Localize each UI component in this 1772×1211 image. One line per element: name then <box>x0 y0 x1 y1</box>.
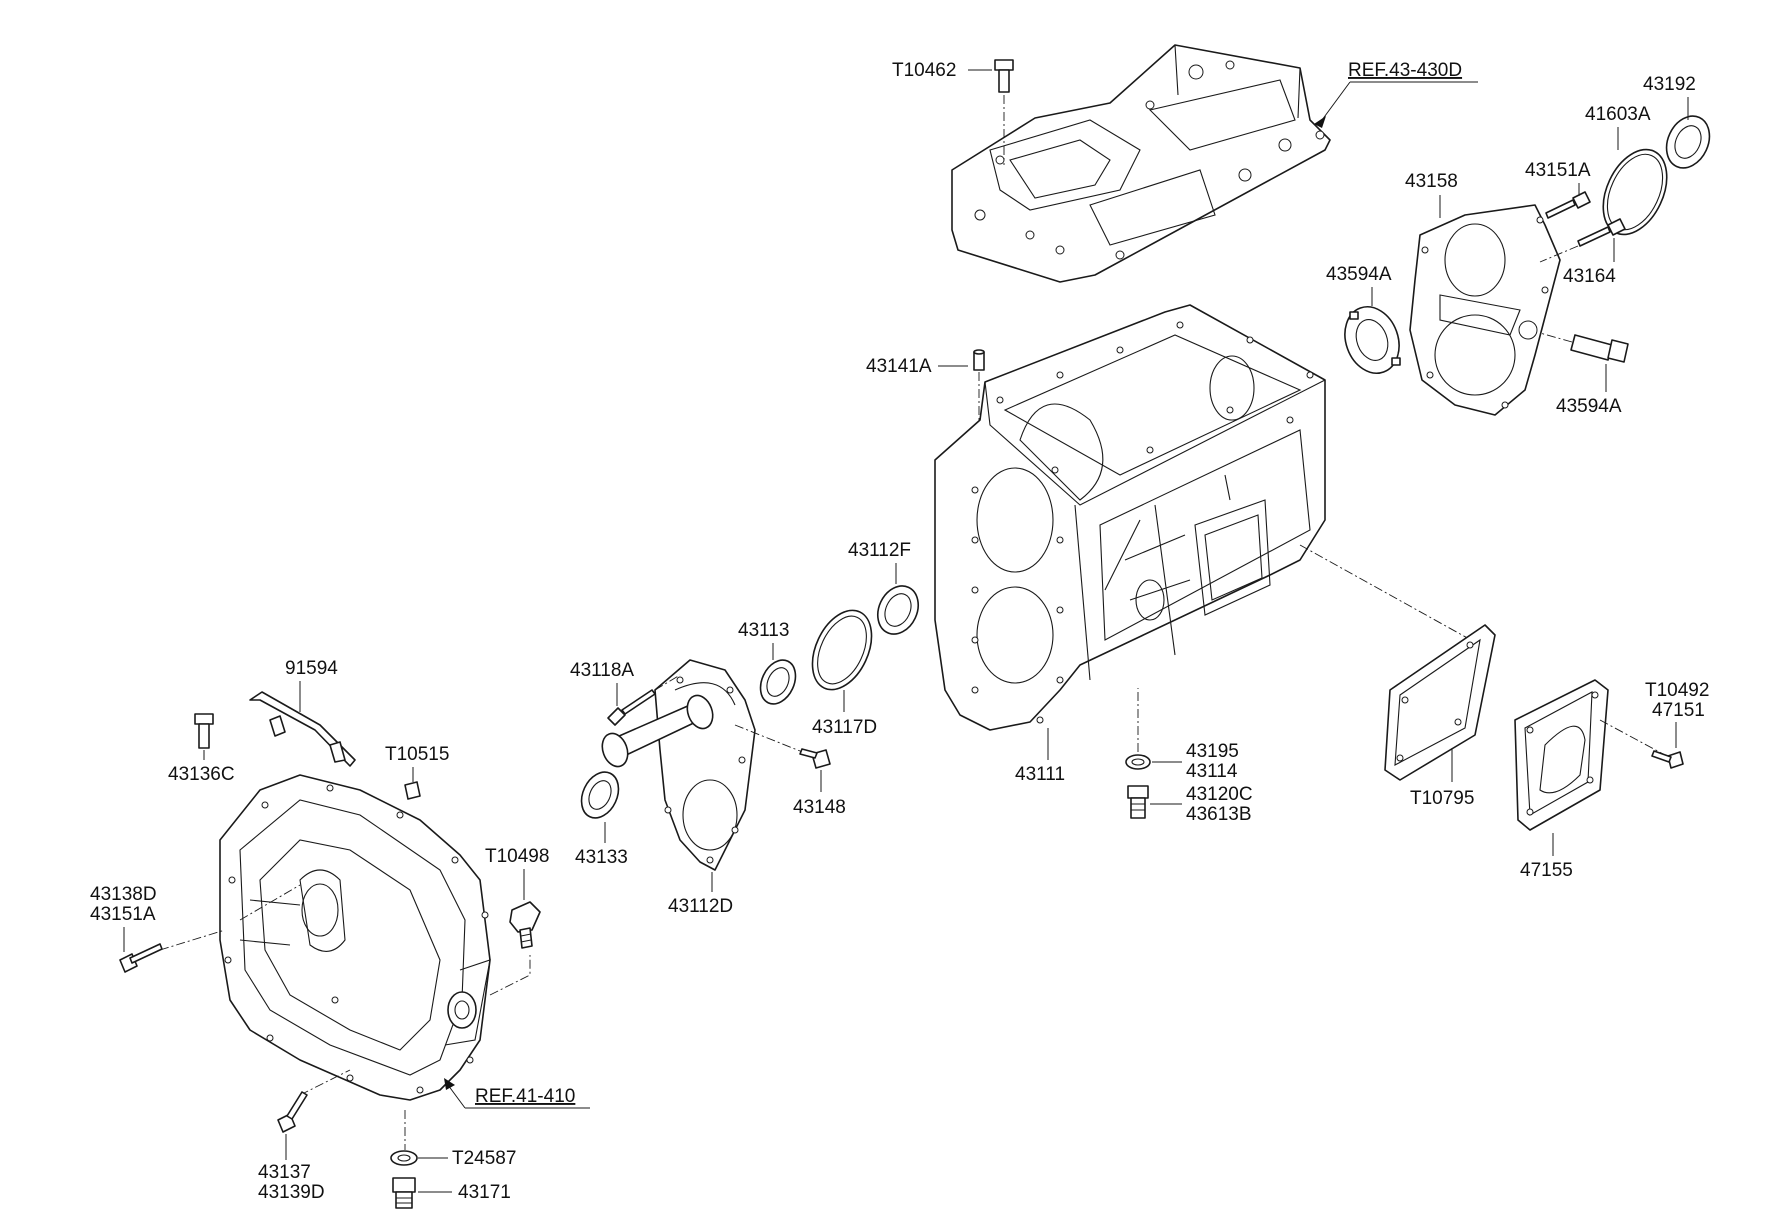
label-43164: 43164 <box>1563 266 1616 287</box>
label-43111: 43111 <box>1015 764 1065 785</box>
transmission-case-43111 <box>934 304 1481 731</box>
label-43136c: 43136C <box>168 764 235 785</box>
dowel-pin-43141a <box>973 349 985 420</box>
label-91594: 91594 <box>285 658 338 679</box>
label-43192: 43192 <box>1643 74 1696 95</box>
clutch-housing <box>159 774 531 1150</box>
label-47155: 47155 <box>1520 860 1573 881</box>
top-cover-housing <box>951 44 1331 283</box>
bolt-43138d <box>119 943 163 973</box>
clip-91594 <box>249 691 356 767</box>
bolt-t10462 <box>994 59 1014 165</box>
label-43120c: 43120C <box>1186 784 1253 805</box>
label-t10462: T10462 <box>892 60 956 81</box>
label-43594a-left: 43594A <box>1326 264 1392 285</box>
pin-t10515 <box>404 781 421 800</box>
label-43151a-top: 43151A <box>1525 160 1591 181</box>
plug-43120c <box>1127 785 1149 819</box>
label-43138d: 43138D <box>90 884 157 905</box>
seal-43117d <box>811 609 873 691</box>
drain-plug-43171 <box>392 1177 416 1209</box>
label-t10492: T10492 <box>1645 680 1709 701</box>
label-43195: 43195 <box>1186 741 1239 762</box>
rear-extension-43158 <box>1409 204 1561 416</box>
bolt-43164 <box>1539 218 1626 263</box>
gasket-t10795 <box>1384 624 1496 781</box>
label-43112d: 43112D <box>668 896 733 917</box>
label-47151: 47151 <box>1652 700 1705 721</box>
label-43148: 43148 <box>793 797 846 818</box>
fitting-t10498 <box>509 901 541 949</box>
label-43133: 43133 <box>575 847 628 868</box>
label-41603a: 41603A <box>1585 104 1651 125</box>
label-43139d: 43139D <box>258 1182 325 1203</box>
label-43113: 43113 <box>738 620 789 641</box>
label-t10795: T10795 <box>1410 788 1474 809</box>
seal-43112f <box>876 585 920 635</box>
bolt-43118a <box>607 674 681 726</box>
seal-43113 <box>759 659 797 705</box>
bolt-43148 <box>799 748 831 769</box>
bolt-t10492 <box>1651 750 1684 769</box>
seal-43192 <box>1665 115 1711 169</box>
label-43141a: 43141A <box>866 356 932 377</box>
label-t24587: T24587 <box>452 1148 516 1169</box>
washer-43195 <box>1125 688 1151 770</box>
bearing-retainer-43112d <box>601 659 811 871</box>
label-43137: 43137 <box>258 1162 311 1183</box>
label-ref-43-430d: REF.43-430D <box>1348 60 1462 81</box>
label-t10498: T10498 <box>485 846 549 867</box>
label-43112f: 43112F <box>848 540 911 561</box>
label-t10515: T10515 <box>385 744 449 765</box>
label-ref-41-410: REF.41-410 <box>475 1086 575 1107</box>
label-43171: 43171 <box>458 1182 511 1203</box>
sensor-43594a-left <box>1344 306 1401 374</box>
sensor-43594a-right <box>1539 332 1629 363</box>
label-43114: 43114 <box>1186 761 1238 782</box>
seal-43133 <box>580 771 620 819</box>
washer-t24587 <box>390 1150 418 1166</box>
label-43151a-left: 43151A <box>90 904 156 925</box>
bolt-43136c <box>194 713 214 749</box>
label-43158: 43158 <box>1405 171 1458 192</box>
side-cover-47155 <box>1514 679 1666 831</box>
bolt-43151a-top <box>1545 191 1591 219</box>
label-43117d: 43117D <box>812 717 877 738</box>
bolt-43137 <box>277 1091 308 1133</box>
label-43118a: 43118A <box>570 660 634 681</box>
label-43613b: 43613B <box>1186 804 1252 825</box>
label-43594a-right: 43594A <box>1556 396 1622 417</box>
